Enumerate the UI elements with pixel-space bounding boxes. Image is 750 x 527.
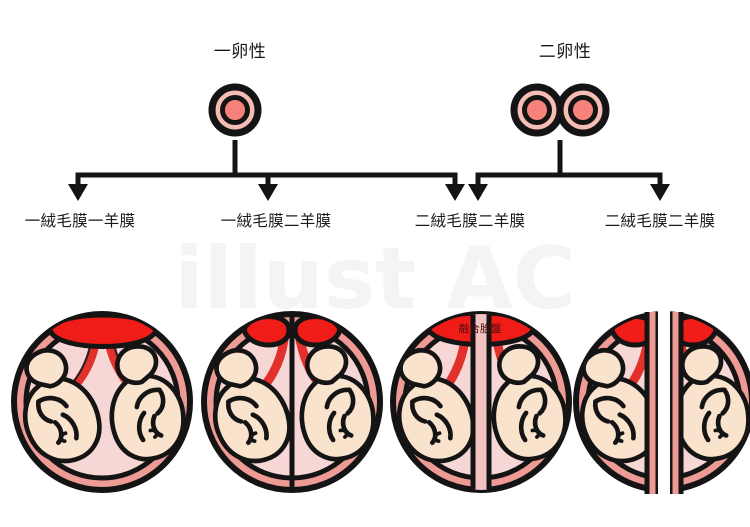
branch-arrowheads-dizygotic	[468, 184, 670, 201]
egg-monozygotic	[208, 83, 262, 137]
egg-dizygotic-left	[510, 83, 564, 137]
sac-di-di-fused	[390, 311, 572, 493]
outcome-label-mono-mono: 一絨毛膜一羊膜	[24, 212, 136, 230]
outcome-label-mono-di: 一絨毛膜二羊膜	[220, 212, 332, 230]
branch-arrowheads-monozygotic	[68, 184, 465, 201]
egg-dizygotic-right	[556, 83, 610, 137]
branch-tree-dizygotic	[475, 140, 663, 186]
sac-di-di-separate	[573, 305, 750, 501]
zygosity-label-monozygotic: 一卵性	[213, 42, 267, 62]
fused-placenta-annotation: 融合胎盤	[458, 323, 502, 335]
sac-mono-mono	[11, 311, 193, 493]
outcome-label-di-di-separate: 二絨毛膜二羊膜	[604, 212, 716, 230]
sac-mono-di	[201, 311, 383, 493]
zygosity-label-dizygotic: 二卵性	[538, 42, 592, 62]
branch-tree-monozygotic	[75, 140, 458, 186]
outcome-label-di-di-fused: 二絨毛膜二羊膜	[414, 212, 526, 230]
